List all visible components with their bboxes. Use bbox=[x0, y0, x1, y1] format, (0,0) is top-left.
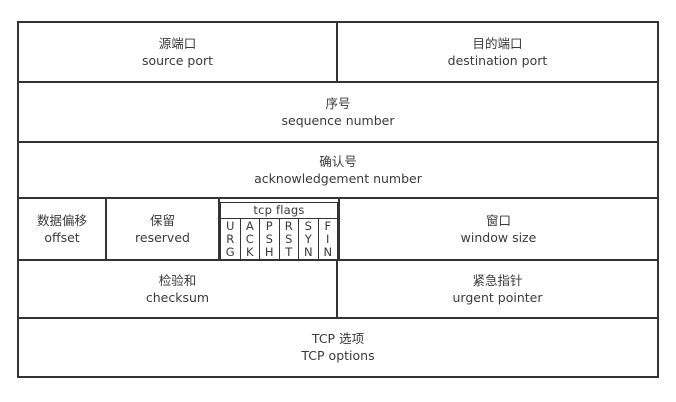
flag-rst-letter-2: S bbox=[285, 231, 293, 246]
row-ports: 源端口 source port 目的端口 destination port bbox=[19, 23, 657, 84]
cell-checksum: 检验和 checksum bbox=[19, 261, 338, 317]
cell-acknowledgement-number-cn: 确认号 bbox=[319, 153, 357, 169]
cell-data-offset-en: offset bbox=[44, 230, 80, 246]
flag-ack: A C K bbox=[241, 218, 260, 260]
cell-source-port-en: source port bbox=[141, 53, 214, 69]
row-tcp-options: TCP 选项 TCP options bbox=[19, 319, 657, 376]
cell-acknowledgement-number: 确认号 acknowledgement number bbox=[19, 143, 657, 197]
cell-reserved-cn: 保留 bbox=[149, 213, 175, 229]
cell-tcp-options-en: TCP options bbox=[301, 348, 375, 364]
cell-urgent-pointer-cn: 紧急指针 bbox=[472, 272, 523, 288]
flag-ack-letter-1: A bbox=[245, 218, 254, 233]
tcp-flags-title: tcp flags bbox=[220, 202, 338, 218]
flag-urg-letter-3: G bbox=[225, 244, 235, 259]
flag-rst-letter-1: R bbox=[284, 218, 293, 233]
cell-tcp-options: TCP 选项 TCP options bbox=[19, 319, 657, 376]
flag-urg-letter-1: U bbox=[226, 218, 235, 233]
flag-rst: R S T bbox=[280, 218, 299, 260]
cell-destination-port-cn: 目的端口 bbox=[472, 36, 523, 52]
cell-tcp-options-cn: TCP 选项 bbox=[311, 331, 365, 347]
cell-data-offset: 数据偏移 offset bbox=[19, 199, 107, 260]
cell-sequence-number-cn: 序号 bbox=[325, 95, 351, 111]
flag-fin: F I N bbox=[319, 218, 338, 260]
cell-urgent-pointer-en: urgent pointer bbox=[452, 289, 543, 305]
tcp-flags-cells: U R G A C K P S H R S T bbox=[220, 218, 338, 260]
flag-fin-letter-1: F bbox=[324, 218, 332, 233]
cell-checksum-en: checksum bbox=[145, 289, 210, 305]
tcp-flags-group: tcp flags U R G A C K P S H R bbox=[220, 199, 340, 260]
flag-syn-letter-2: Y bbox=[304, 231, 312, 246]
cell-source-port: 源端口 source port bbox=[19, 23, 338, 82]
tcp-header-diagram: 源端口 source port 目的端口 destination port 序号… bbox=[17, 21, 659, 378]
flag-rst-letter-3: T bbox=[285, 244, 293, 259]
row-acknowledgement-number: 确认号 acknowledgement number bbox=[19, 143, 657, 199]
cell-destination-port-en: destination port bbox=[447, 53, 548, 69]
flag-syn: S Y N bbox=[299, 218, 319, 260]
flag-syn-letter-3: N bbox=[303, 244, 313, 259]
row-sequence-number: 序号 sequence number bbox=[19, 83, 657, 143]
flag-fin-letter-3: N bbox=[323, 244, 333, 259]
flag-syn-letter-1: S bbox=[304, 218, 312, 233]
cell-sequence-number: 序号 sequence number bbox=[19, 83, 657, 140]
cell-sequence-number-en: sequence number bbox=[281, 112, 395, 128]
cell-window-size-cn: 窗口 bbox=[485, 213, 511, 229]
cell-window-size-en: window size bbox=[460, 230, 537, 246]
row-checksum-urgent-pointer: 检验和 checksum 紧急指针 urgent pointer bbox=[19, 261, 657, 319]
cell-reserved: 保留 reserved bbox=[107, 199, 220, 260]
flag-ack-letter-2: C bbox=[245, 231, 254, 246]
flag-fin-letter-2: I bbox=[326, 231, 330, 246]
flag-psh-letter-1: P bbox=[265, 218, 273, 233]
cell-urgent-pointer: 紧急指针 urgent pointer bbox=[338, 261, 657, 316]
flag-psh: P S H bbox=[260, 218, 280, 260]
row-offset-flags-window: 数据偏移 offset 保留 reserved tcp flags U R G … bbox=[19, 199, 657, 262]
cell-destination-port: 目的端口 destination port bbox=[338, 23, 657, 81]
cell-source-port-cn: 源端口 bbox=[158, 36, 197, 52]
flag-ack-letter-3: K bbox=[245, 244, 254, 259]
cell-window-size: 窗口 window size bbox=[340, 199, 657, 259]
cell-checksum-cn: 检验和 bbox=[158, 272, 197, 288]
flag-urg-letter-2: R bbox=[226, 231, 235, 246]
cell-reserved-en: reserved bbox=[135, 230, 190, 246]
cell-data-offset-cn: 数据偏移 bbox=[36, 213, 87, 229]
flag-psh-letter-2: S bbox=[265, 231, 273, 246]
flag-psh-letter-3: H bbox=[264, 244, 274, 259]
flag-urg: U R G bbox=[221, 218, 241, 260]
cell-acknowledgement-number-en: acknowledgement number bbox=[254, 170, 422, 186]
